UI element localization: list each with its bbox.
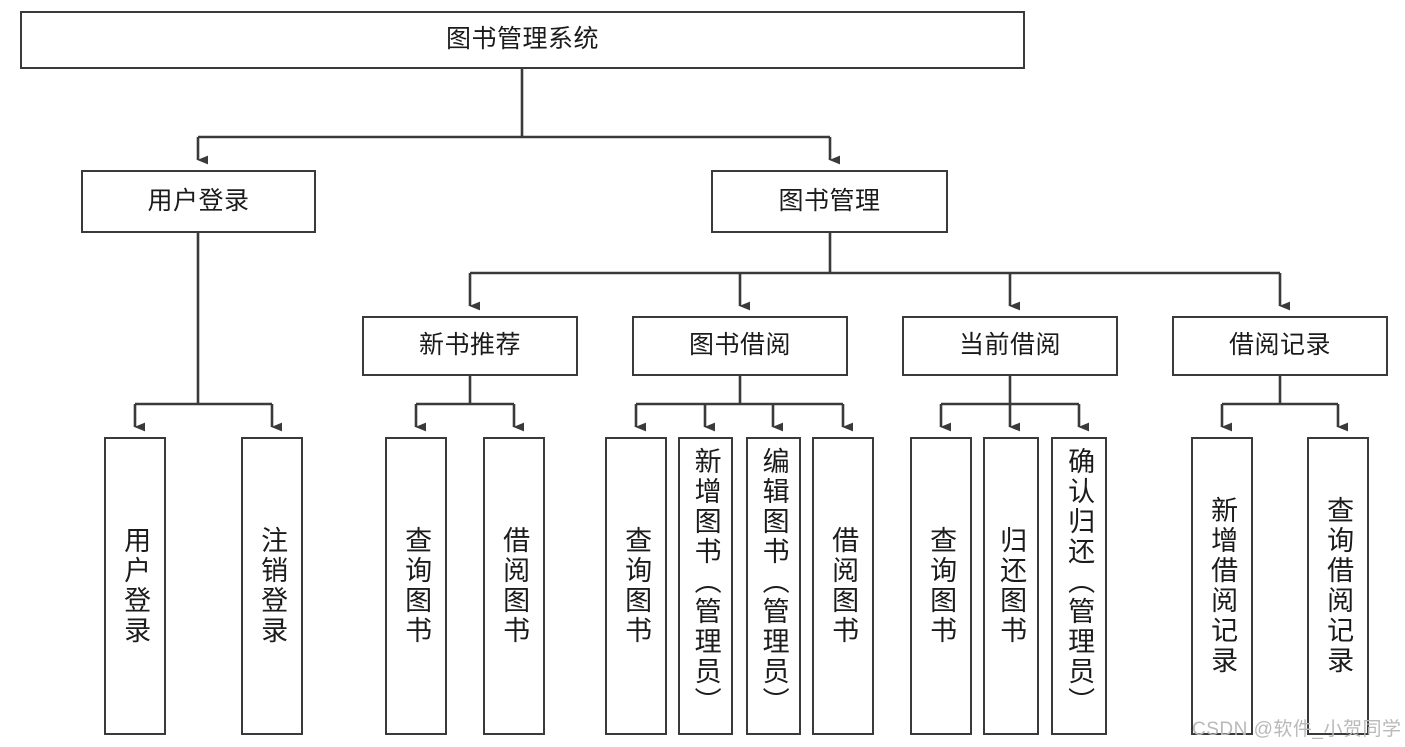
node-leaf-confirm-return-admin-label: 确认归还（管理员） (1064, 447, 1095, 717)
node-leaf-query-book-2-label: 查询图书 (621, 526, 652, 646)
node-leaf-query-borrow-record-label: 查询借阅记录 (1323, 496, 1354, 676)
node-leaf-edit-book-admin-label: 编辑图书（管理员） (758, 447, 789, 717)
node-user-login[interactable]: 用户登录 (81, 170, 316, 233)
node-leaf-user-login-label: 用户登录 (120, 526, 151, 646)
node-book-borrow-label: 图书借阅 (688, 331, 791, 360)
node-leaf-logout-login[interactable]: 注销登录 (241, 437, 303, 735)
node-borrow-record[interactable]: 借阅记录 (1172, 316, 1388, 376)
node-leaf-add-book-admin-label: 新增图书（管理员） (690, 447, 721, 717)
node-leaf-borrow-book-1-label: 借阅图书 (499, 526, 530, 646)
node-leaf-add-borrow-record-label: 新增借阅记录 (1207, 496, 1238, 676)
node-leaf-query-book-3-label: 查询图书 (926, 526, 957, 646)
node-leaf-borrow-book-1[interactable]: 借阅图书 (483, 437, 545, 735)
node-borrow-record-label: 借阅记录 (1228, 331, 1331, 360)
node-leaf-query-book-1-label: 查询图书 (401, 526, 432, 646)
node-leaf-confirm-return-admin[interactable]: 确认归还（管理员） (1051, 437, 1107, 735)
node-root-library-system[interactable]: 图书管理系统 (20, 11, 1025, 69)
node-root-label: 图书管理系统 (445, 25, 599, 54)
node-leaf-edit-book-admin[interactable]: 编辑图书（管理员） (746, 437, 801, 735)
node-new-book-recommend-label: 新书推荐 (418, 331, 521, 360)
node-book-management-label: 图书管理 (778, 186, 881, 215)
node-leaf-query-borrow-record[interactable]: 查询借阅记录 (1307, 437, 1369, 735)
node-book-management[interactable]: 图书管理 (711, 170, 948, 233)
node-leaf-query-book-2[interactable]: 查询图书 (605, 437, 667, 735)
node-user-login-label: 用户登录 (147, 186, 250, 215)
node-current-borrow[interactable]: 当前借阅 (902, 316, 1118, 376)
node-leaf-add-borrow-record[interactable]: 新增借阅记录 (1191, 437, 1253, 735)
node-leaf-query-book-3[interactable]: 查询图书 (910, 437, 972, 735)
node-leaf-query-book-1[interactable]: 查询图书 (385, 437, 447, 735)
node-leaf-borrow-book-2-label: 借阅图书 (828, 526, 859, 646)
watermark-text: CSDN @软件_小贺同学 (1192, 719, 1402, 740)
node-leaf-user-login[interactable]: 用户登录 (104, 437, 166, 735)
node-current-borrow-label: 当前借阅 (958, 331, 1061, 360)
node-leaf-borrow-book-2[interactable]: 借阅图书 (812, 437, 874, 735)
node-leaf-return-book[interactable]: 归还图书 (983, 437, 1039, 735)
node-leaf-return-book-label: 归还图书 (996, 526, 1027, 646)
node-leaf-logout-login-label: 注销登录 (257, 526, 288, 646)
node-book-borrow[interactable]: 图书借阅 (632, 316, 848, 376)
node-leaf-add-book-admin[interactable]: 新增图书（管理员） (678, 437, 733, 735)
node-new-book-recommend[interactable]: 新书推荐 (362, 316, 578, 376)
